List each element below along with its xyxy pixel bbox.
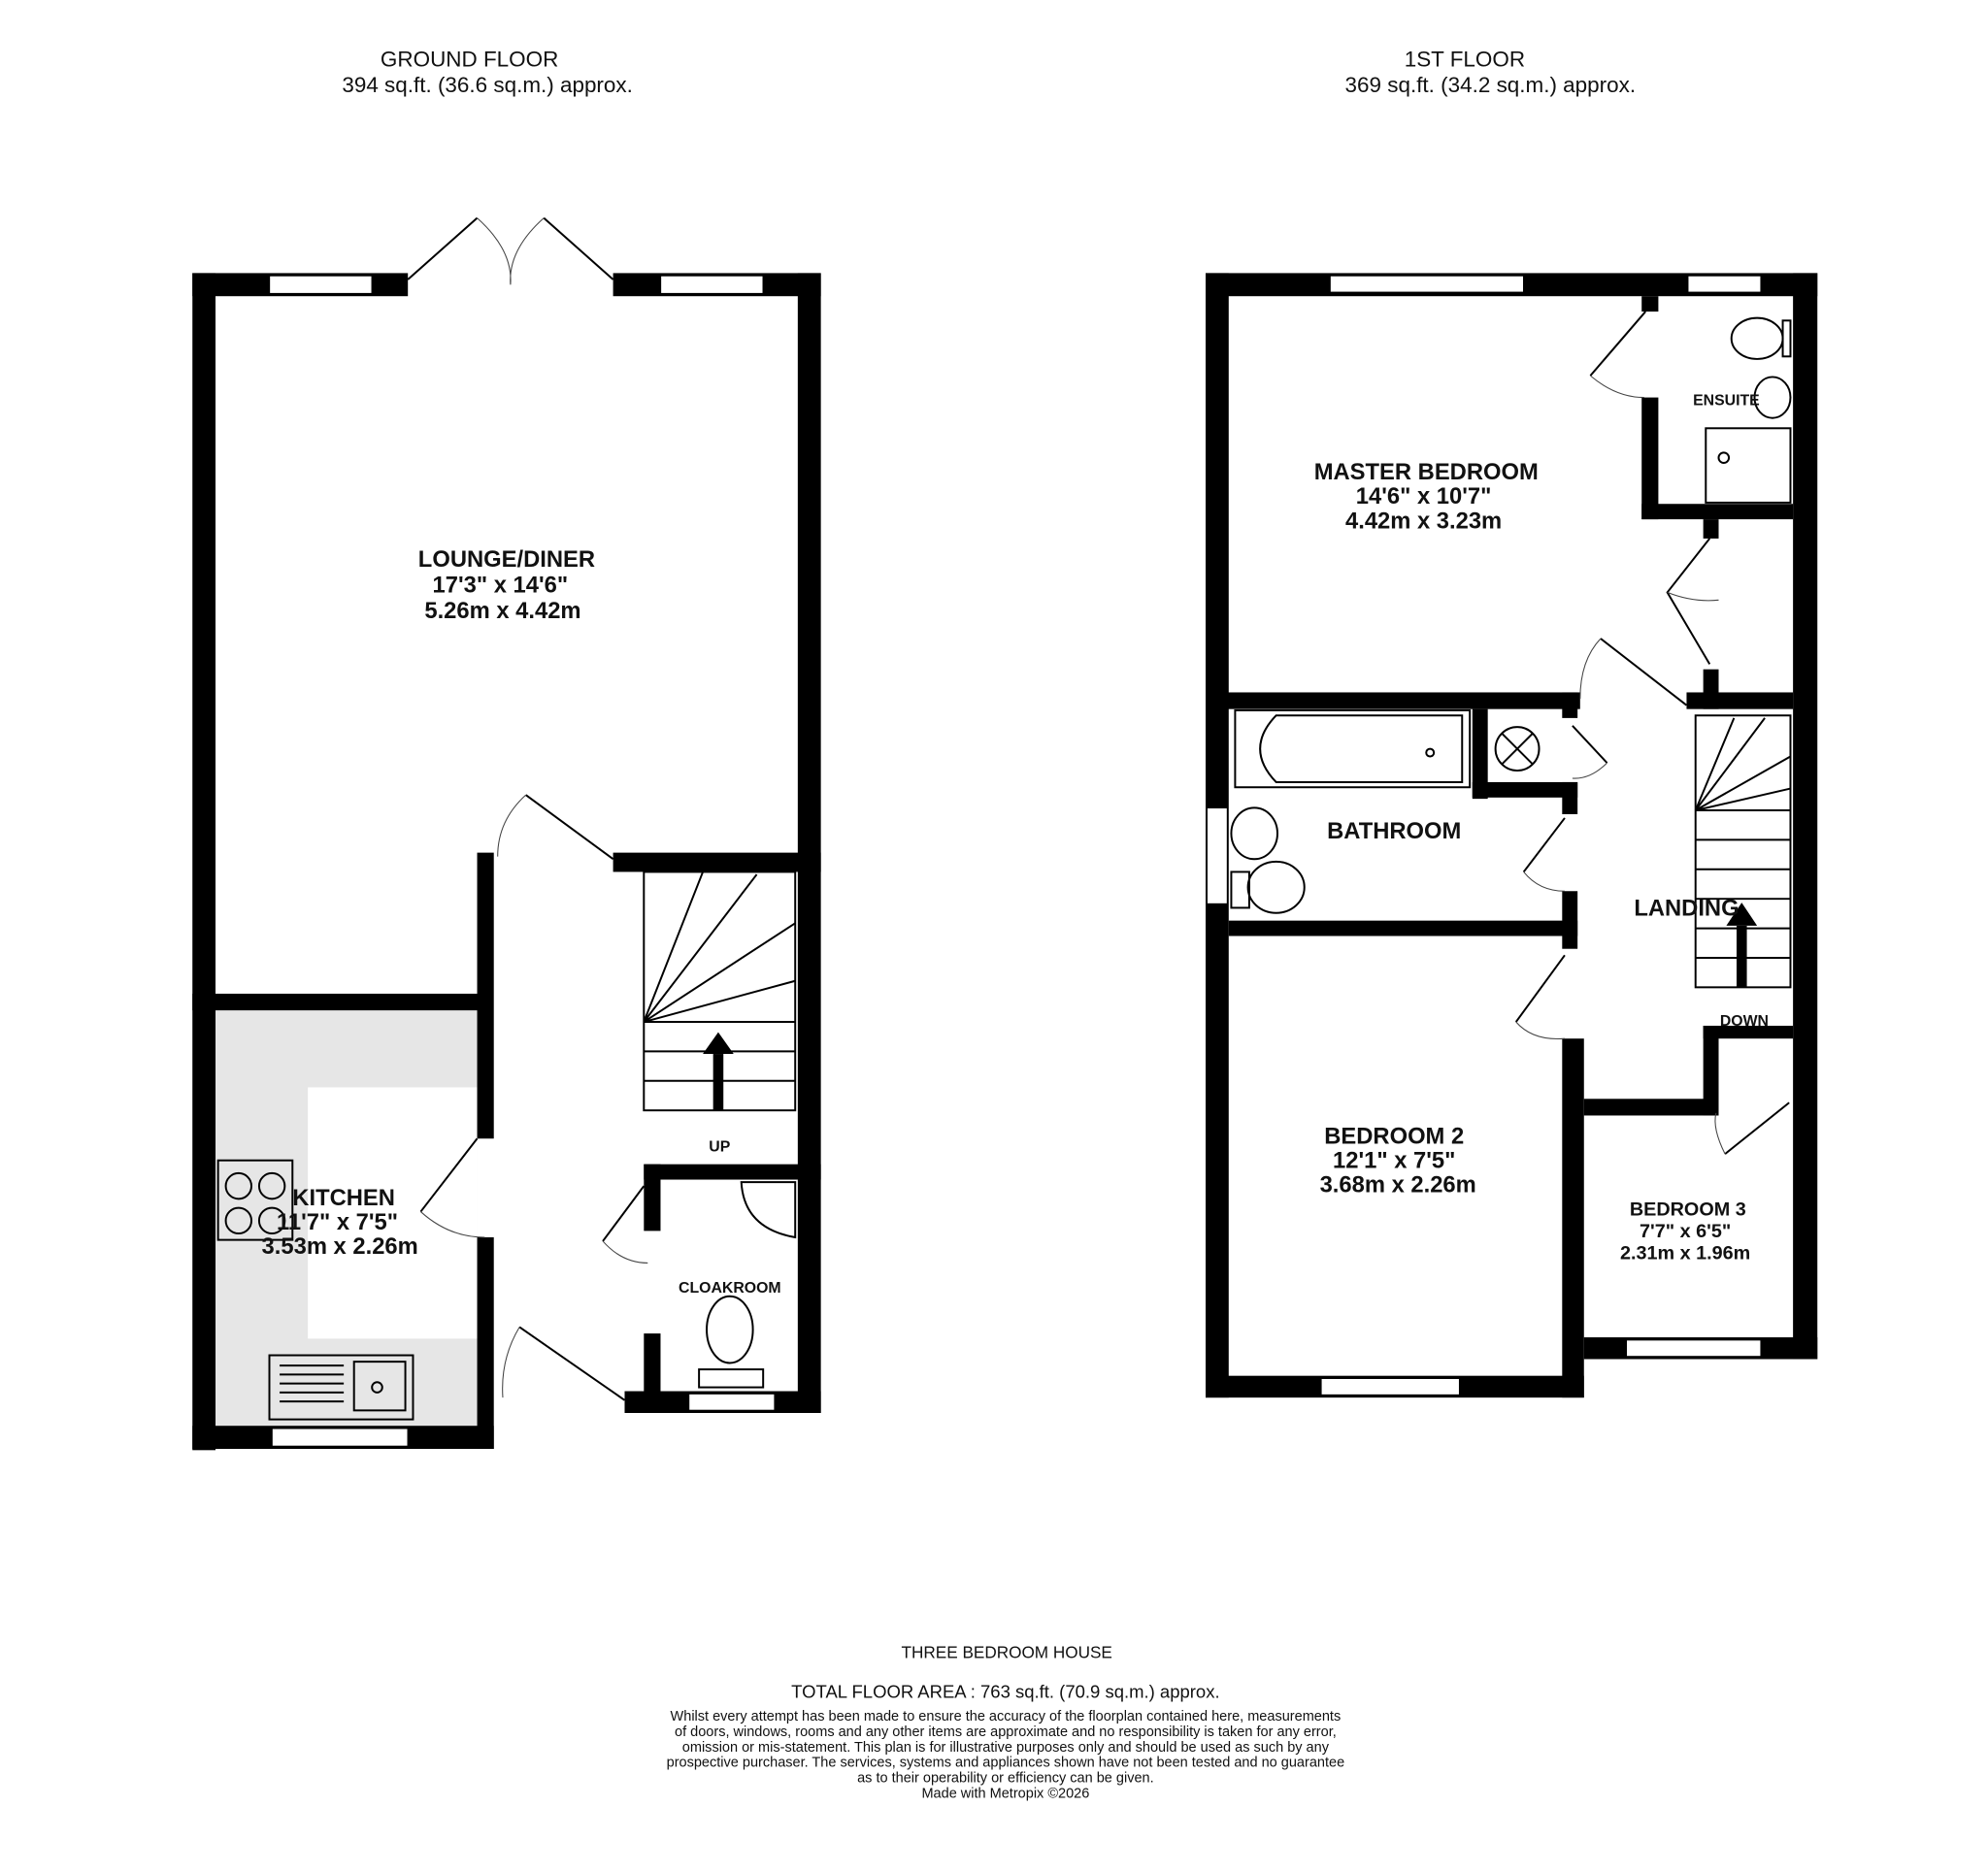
property-type: THREE BEDROOM HOUSE bbox=[902, 1642, 1112, 1661]
ensuite-name: ENSUITE bbox=[1693, 393, 1760, 410]
disclaimer-line: prospective purchaser. The services, sys… bbox=[667, 1756, 1345, 1771]
bathroom-name: BATHROOM bbox=[1327, 818, 1461, 844]
sink-icon bbox=[268, 1354, 414, 1421]
cloakroom-name: CLOAKROOM bbox=[679, 1280, 781, 1297]
master-bedroom-imperial: 14'6" x 10'7" bbox=[1356, 483, 1492, 509]
window bbox=[659, 275, 764, 295]
lounge-diner-metric: 5.26m x 4.42m bbox=[424, 598, 580, 624]
footer: THREE BEDROOM HOUSE TOTAL FLOOR AREA : 7… bbox=[667, 1642, 1345, 1801]
ground-floor-title: GROUND FLOOR bbox=[381, 48, 558, 72]
first-floor-title: 1ST FLOOR bbox=[1405, 48, 1525, 72]
stairs bbox=[643, 870, 797, 1112]
ground-floor-plan: UP LOUNGE/DINER 17'3" x 14'6" 5.26m x 4.… bbox=[192, 216, 821, 1451]
first-floor-area: 369 sq.ft. (34.2 sq.m.) approx. bbox=[1345, 73, 1637, 97]
lounge-diner-imperial: 17'3" x 14'6" bbox=[433, 572, 569, 598]
credit: Made with Metropix ©2026 bbox=[921, 1786, 1089, 1801]
lounge-diner-name: LOUNGE/DINER bbox=[418, 546, 595, 573]
window bbox=[687, 1393, 776, 1412]
disclaimer-line: Whilst every attempt has been made to en… bbox=[671, 1709, 1342, 1724]
bath-icon bbox=[1234, 708, 1472, 789]
master-bedroom-name: MASTER BEDROOM bbox=[1314, 459, 1539, 485]
window bbox=[1206, 806, 1229, 905]
toilet-icon bbox=[1730, 316, 1792, 360]
kitchen-imperial: 11'7" x 7'5" bbox=[277, 1209, 398, 1235]
basin-icon bbox=[1753, 376, 1792, 419]
stairs bbox=[1694, 714, 1792, 989]
shower-icon bbox=[1705, 427, 1792, 504]
bedroom-2-imperial: 12'1" x 7'5" bbox=[1333, 1148, 1455, 1174]
master-bedroom-metric: 4.42m x 3.23m bbox=[1345, 508, 1502, 534]
disclaimer-line: omission or mis-statement. This plan is … bbox=[682, 1740, 1330, 1756]
hob-icon bbox=[216, 1159, 294, 1241]
bedroom-2-name: BEDROOM 2 bbox=[1324, 1124, 1464, 1150]
total-floor-area: TOTAL FLOOR AREA : 763 sq.ft. (70.9 sq.m… bbox=[791, 1681, 1219, 1701]
kitchen-name: KITCHEN bbox=[292, 1185, 395, 1211]
bedroom-2-metric: 3.68m x 2.26m bbox=[1320, 1172, 1476, 1199]
window bbox=[1329, 275, 1525, 293]
ground-floor-area: 394 sq.ft. (36.6 sq.m.) approx. bbox=[342, 73, 633, 97]
toilet-icon bbox=[698, 1295, 765, 1389]
landing-name: LANDING bbox=[1634, 895, 1739, 921]
bedroom-3-metric: 2.31m x 1.96m bbox=[1620, 1242, 1750, 1264]
cylinder-icon bbox=[1494, 726, 1541, 772]
bedroom-3-imperial: 7'7" x 6'5" bbox=[1640, 1221, 1731, 1242]
window bbox=[271, 1428, 409, 1448]
basin-icon bbox=[1230, 806, 1278, 861]
window bbox=[1320, 1377, 1461, 1396]
stairs-down-label: DOWN bbox=[1720, 1013, 1769, 1030]
window bbox=[1625, 1339, 1762, 1358]
first-floor-plan: DOWN MASTER BEDROOM 14'6" x 10'7" 4.42m … bbox=[1206, 273, 1818, 1398]
basin-icon bbox=[740, 1181, 797, 1239]
kitchen-metric: 3.53m x 2.26m bbox=[262, 1233, 418, 1260]
stairs-up-label: UP bbox=[709, 1138, 730, 1155]
disclaimer-line: of doors, windows, rooms and any other i… bbox=[675, 1724, 1337, 1740]
toilet-icon bbox=[1230, 860, 1306, 914]
window bbox=[1687, 275, 1762, 293]
window bbox=[268, 275, 373, 295]
bedroom-3-name: BEDROOM 3 bbox=[1630, 1199, 1746, 1221]
disclaimer-line: as to their operability or efficiency ca… bbox=[857, 1771, 1154, 1787]
